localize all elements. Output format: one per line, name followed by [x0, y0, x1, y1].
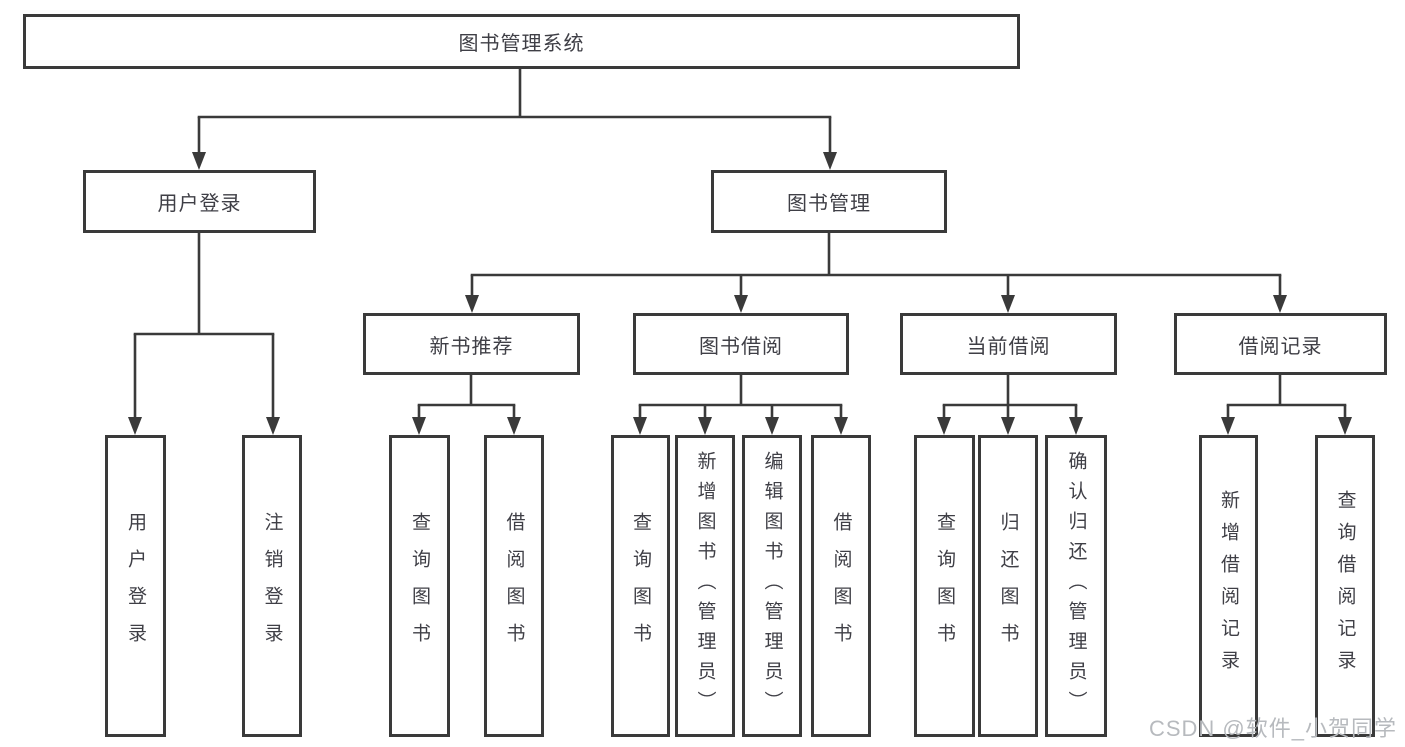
leaf-label: 查询借阅记录: [1334, 490, 1356, 682]
leaf-query-books-1: 查询图书: [389, 435, 450, 737]
leaf-label: 注销登录: [261, 512, 283, 660]
leaf-borrow-books-2: 借阅图书: [811, 435, 871, 737]
watermark: CSDN @软件_小贺同学: [1148, 716, 1397, 741]
leaf-label: 查询图书: [934, 512, 955, 660]
node-book-borrowing: 图书借阅: [633, 313, 849, 375]
leaf-label: 借阅图书: [830, 512, 852, 660]
leaf-add-borrow-record: 新增借阅记录: [1199, 435, 1258, 737]
leaf-query-books-3: 查询图书: [914, 435, 975, 737]
node-new-book-recommend: 新书推荐: [363, 313, 580, 375]
leaf-label: 确认归还（管理员）: [1065, 451, 1087, 721]
node-user-login: 用户登录: [83, 170, 316, 233]
node-root-library-system: 图书管理系统: [23, 14, 1020, 69]
node-current-borrowing: 当前借阅: [900, 313, 1117, 375]
leaf-logout: 注销登录: [242, 435, 302, 737]
node-borrowing-records: 借阅记录: [1174, 313, 1387, 375]
leaf-confirm-return-admin: 确认归还（管理员）: [1045, 435, 1107, 737]
leaf-return-books: 归还图书: [978, 435, 1038, 737]
leaf-label: 查询图书: [409, 512, 430, 660]
leaf-add-books-admin: 新增图书（管理员）: [675, 435, 735, 737]
leaf-label: 归还图书: [997, 512, 1019, 660]
leaf-label: 用户登录: [125, 512, 146, 660]
leaf-label: 借阅图书: [503, 512, 525, 660]
leaf-label: 新增图书（管理员）: [694, 451, 716, 721]
leaf-query-books-2: 查询图书: [611, 435, 670, 737]
arrowheads: [128, 152, 1352, 435]
leaf-label: 新增借阅记录: [1218, 490, 1239, 682]
leaf-edit-books-admin: 编辑图书（管理员）: [742, 435, 802, 737]
leaf-user-login: 用户登录: [105, 435, 166, 737]
leaf-label: 编辑图书（管理员）: [761, 451, 783, 721]
leaf-label: 查询图书: [630, 512, 651, 660]
node-book-management: 图书管理: [711, 170, 947, 233]
leaf-query-borrow-record: 查询借阅记录: [1315, 435, 1375, 737]
leaf-borrow-books-1: 借阅图书: [484, 435, 544, 737]
